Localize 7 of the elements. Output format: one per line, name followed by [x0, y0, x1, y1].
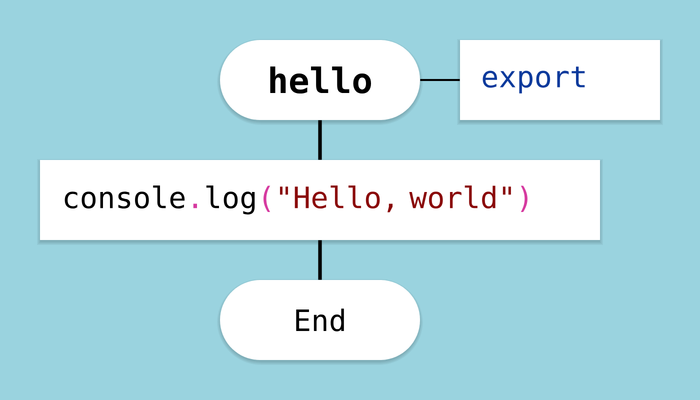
label-box: export — [457, 39, 663, 125]
connector-line — [318, 120, 322, 160]
code-box: console.log("Hello, world") — [37, 159, 603, 245]
connector-line — [420, 79, 460, 81]
connector-line — [318, 240, 322, 280]
terminal-pill: End — [217, 279, 423, 365]
terminal-pill: hello — [217, 39, 423, 125]
